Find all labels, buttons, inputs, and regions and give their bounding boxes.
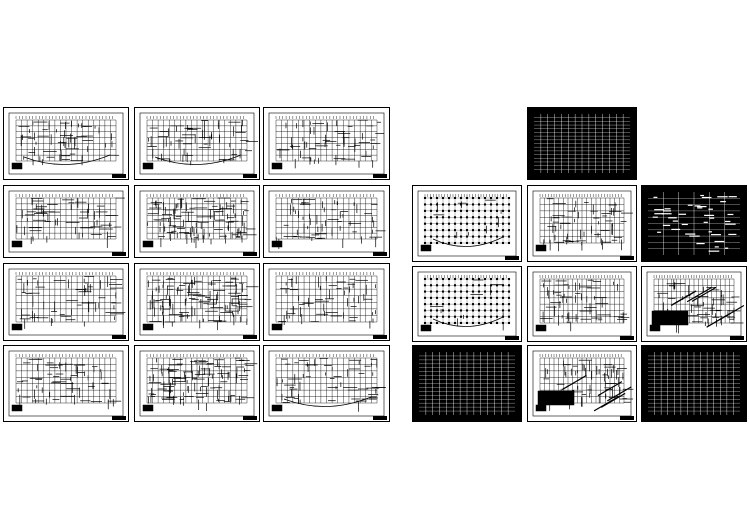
drawing-sheet[interactable] xyxy=(134,107,260,180)
sheet-drawing xyxy=(416,349,518,418)
sheet-drawing xyxy=(8,112,124,175)
title-block xyxy=(373,416,387,420)
sheet-drawing xyxy=(8,190,125,253)
sheet-drawing xyxy=(8,268,126,336)
drawing-sheet[interactable] xyxy=(3,263,129,341)
title-block xyxy=(620,256,634,260)
drawing-sheet[interactable] xyxy=(3,107,129,180)
sheet-drawing xyxy=(139,190,257,253)
drawing-sheet[interactable] xyxy=(641,345,747,422)
title-block xyxy=(243,335,257,339)
drawing-sheet[interactable] xyxy=(527,266,637,342)
drawing-sheet[interactable] xyxy=(263,185,390,258)
sheet-drawing xyxy=(268,190,386,253)
title-block xyxy=(243,416,257,420)
title-block xyxy=(112,335,126,339)
sheet-drawing xyxy=(139,112,259,175)
title-block xyxy=(620,336,634,340)
sheet-drawing xyxy=(8,350,124,417)
sheet-drawing xyxy=(532,350,634,417)
sheet-drawing xyxy=(531,111,633,176)
drawing-sheet[interactable] xyxy=(263,107,390,180)
title-block xyxy=(373,174,387,178)
drawing-sheet[interactable] xyxy=(412,266,522,342)
drawing-sheet[interactable] xyxy=(3,185,129,258)
drawing-sheet[interactable] xyxy=(263,345,390,422)
drawing-sheet[interactable] xyxy=(412,345,522,422)
drawing-sheet[interactable] xyxy=(412,185,522,262)
drawing-sheet[interactable] xyxy=(134,345,260,422)
drawing-sheet[interactable] xyxy=(527,185,637,262)
drawing-sheet[interactable] xyxy=(641,185,747,262)
title-block xyxy=(730,336,744,340)
title-block xyxy=(620,174,634,178)
sheet-drawing xyxy=(268,350,386,417)
title-block xyxy=(505,256,519,260)
title-block xyxy=(730,416,744,420)
drawing-sheet[interactable] xyxy=(263,263,390,341)
title-block xyxy=(505,336,519,340)
title-block xyxy=(373,252,387,256)
title-block xyxy=(620,416,634,420)
title-block xyxy=(243,174,257,178)
title-block xyxy=(730,256,744,260)
sheet-drawing xyxy=(268,268,385,336)
sheet-drawing xyxy=(646,271,745,337)
drawing-sheet[interactable] xyxy=(134,185,260,258)
sheet-drawing xyxy=(139,350,258,417)
title-block xyxy=(112,252,126,256)
title-block xyxy=(112,174,126,178)
title-block xyxy=(243,252,257,256)
sheet-drawing xyxy=(645,189,743,258)
sheet-drawing xyxy=(417,190,517,257)
title-block xyxy=(373,335,387,339)
sheet-drawing xyxy=(532,271,632,337)
drawing-sheet[interactable] xyxy=(527,107,637,180)
sheet-drawing xyxy=(645,349,743,418)
sheet-drawing xyxy=(532,190,633,257)
drawing-sheet[interactable] xyxy=(527,345,637,422)
drawing-sheet[interactable] xyxy=(134,263,260,341)
drawing-sheet[interactable] xyxy=(3,345,129,422)
title-block xyxy=(112,416,126,420)
title-block xyxy=(505,416,519,420)
sheet-drawing xyxy=(268,112,385,175)
sheet-drawing xyxy=(417,271,517,337)
drawing-sheet[interactable] xyxy=(641,266,747,342)
sheet-drawing xyxy=(139,268,259,336)
